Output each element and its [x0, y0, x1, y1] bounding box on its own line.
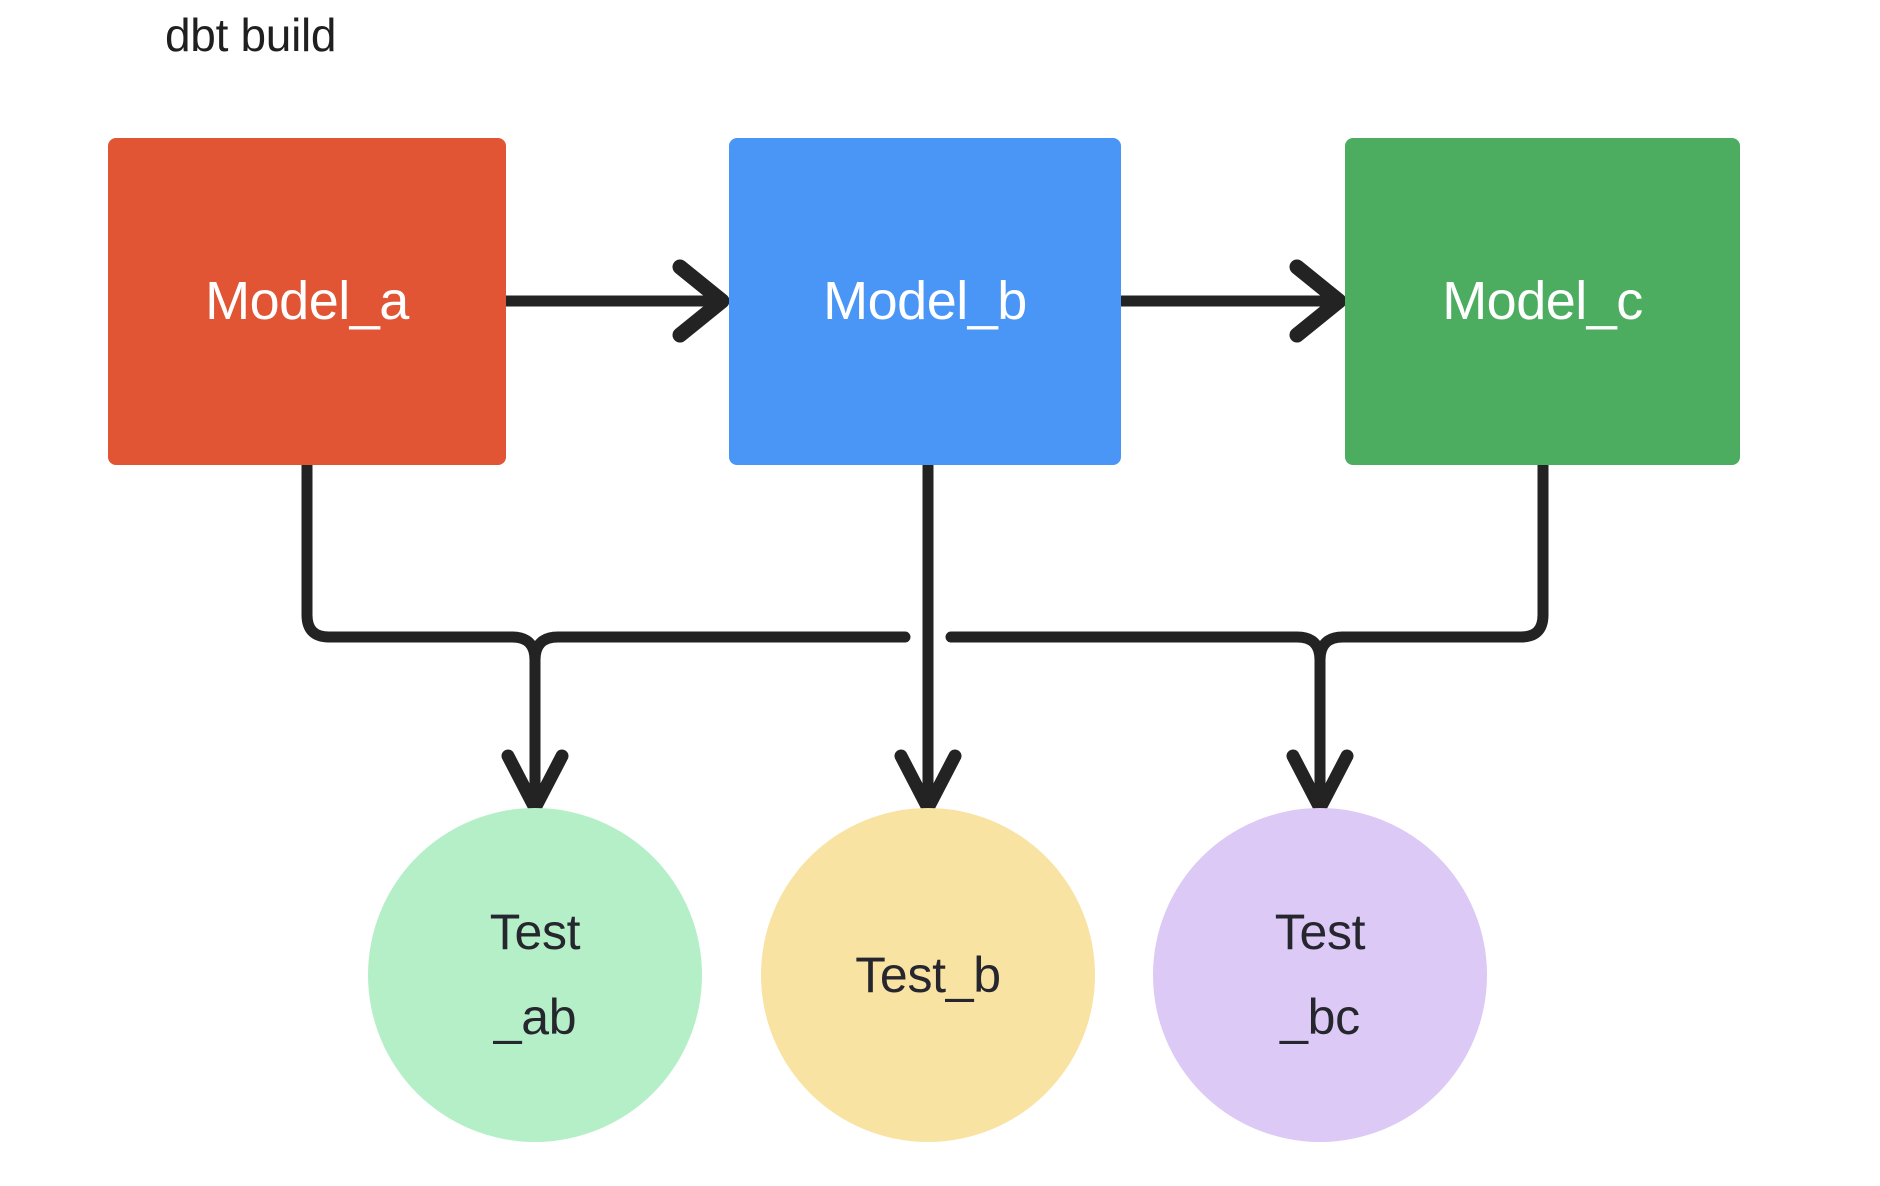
node-model-c[interactable]: Model_c: [1345, 138, 1740, 465]
node-model-c-label: Model_c: [1442, 271, 1643, 332]
edge-model-b-to-test-b: [894, 459, 962, 815]
node-test-ab-label: Test _ab: [489, 904, 581, 1045]
edge-test-bus-to-test-ab: [501, 649, 569, 815]
node-test-ab[interactable]: Test _ab: [368, 808, 702, 1142]
node-test-b[interactable]: Test_b: [761, 808, 1095, 1142]
edge-model-a-to-model-b: [500, 259, 730, 343]
node-model-b[interactable]: Model_b: [729, 138, 1121, 465]
node-model-b-label: Model_b: [823, 271, 1027, 332]
edge-model-a-to-test-bus: [301, 459, 518, 643]
edge-test-bus-to-test-bc: [1286, 649, 1354, 815]
edge-model-b-to-model-c: [1115, 259, 1347, 343]
node-model-a[interactable]: Model_a: [108, 138, 506, 465]
node-model-a-label: Model_a: [205, 271, 409, 332]
node-test-b-label: Test_b: [855, 946, 1001, 1003]
diagram-title: dbt build: [165, 9, 337, 61]
node-test-bc[interactable]: Test _bc: [1153, 808, 1487, 1142]
edge-model-c-to-test-bus: [1337, 459, 1549, 643]
node-test-bc-label: Test _bc: [1274, 904, 1366, 1045]
edge-test-bus: [323, 631, 1527, 666]
